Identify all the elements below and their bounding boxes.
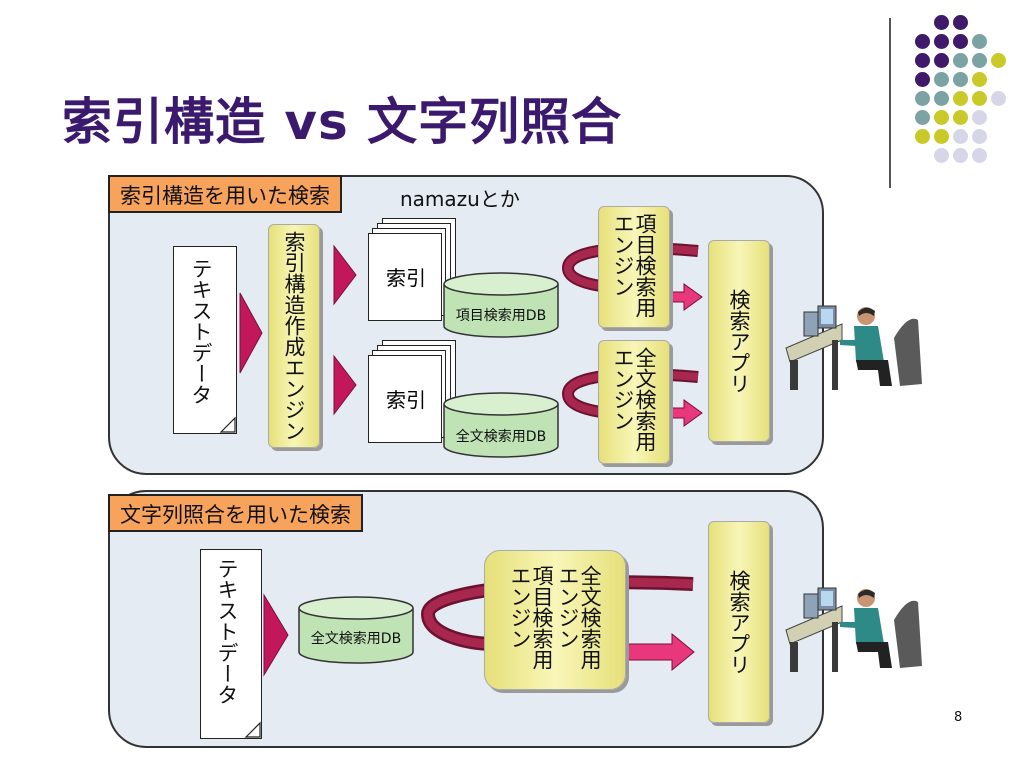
- decorative-dot: [991, 91, 1006, 106]
- flow-triangle-2: [333, 244, 357, 306]
- fulltext-engine-box: 全文検索用エンジン: [598, 340, 670, 464]
- flow-triangle-4: [263, 593, 289, 677]
- decorative-dot: [972, 72, 987, 87]
- decorative-dot: [915, 110, 930, 125]
- combined-engine-label-line1: 項目検索用エンジン: [507, 565, 554, 670]
- fulltext-db-label-top: 全文検索用DB: [455, 429, 547, 445]
- decorative-dot: [915, 34, 930, 49]
- index-engine-box: 索引構造作成エンジン: [268, 224, 320, 448]
- decorative-dot: [972, 110, 987, 125]
- decorative-dot: [972, 129, 987, 144]
- user-at-computer-illustration: [785, 305, 922, 390]
- search-app-box-bottom: 検索アプリ: [708, 521, 770, 723]
- decorative-divider: [889, 18, 891, 188]
- index-search-label: 索引構造を用いた検索: [108, 175, 342, 213]
- decorative-dot: [934, 34, 949, 49]
- namazu-note: namazuとか: [400, 187, 520, 211]
- decorative-dot: [953, 34, 968, 49]
- decorative-dot: [934, 129, 949, 144]
- decorative-dot: [915, 91, 930, 106]
- decorative-dot: [953, 15, 968, 30]
- text-data-document: [173, 246, 237, 434]
- document-fold-corner-bottom: [244, 721, 261, 738]
- decorative-dot: [953, 148, 968, 163]
- page-number: 8: [954, 710, 963, 725]
- search-app-label-bottom: 検索アプリ: [727, 570, 752, 675]
- search-app-box-top: 検索アプリ: [708, 240, 770, 442]
- fulltext-db-cylinder-top: [443, 392, 559, 458]
- flow-triangle-1: [239, 292, 263, 374]
- decorative-dot: [953, 129, 968, 144]
- decorative-dot: [934, 91, 949, 106]
- index-engine-label: 索引構造作成エンジン: [282, 231, 307, 441]
- decorative-dot: [953, 72, 968, 87]
- search-app-label-top: 検索アプリ: [727, 289, 752, 394]
- decorative-dot: [953, 110, 968, 125]
- item-db-label: 項目検索用DB: [455, 308, 547, 324]
- decorative-dot: [972, 34, 987, 49]
- decorative-dot: [991, 53, 1006, 68]
- fulltext-engine-label: 全文検索用エンジン: [611, 347, 658, 452]
- decorative-dot: [915, 72, 930, 87]
- slide-title: 索引構造 vs 文字列照合: [62, 93, 623, 151]
- decorative-dot: [934, 53, 949, 68]
- fulltext-db-cylinder-bottom: [298, 596, 414, 664]
- decorative-dot: [972, 148, 987, 163]
- user-at-computer-illustration-bottom: [785, 587, 922, 672]
- decorative-dot: [934, 15, 949, 30]
- decorative-dot: [953, 91, 968, 106]
- index-label-2: 索引: [386, 388, 426, 412]
- index-label-1: 索引: [386, 266, 426, 290]
- fulltext-db-label-bottom: 全文検索用DB: [310, 631, 402, 647]
- decorative-dot: [915, 53, 930, 68]
- text-data-document-bottom: [200, 549, 262, 739]
- text-data-label: テキストデータ: [189, 258, 214, 405]
- decorative-dot: [915, 129, 930, 144]
- decorative-dot: [934, 148, 949, 163]
- combined-engine-box: 項目検索用エンジン 全文検索用エンジン: [484, 550, 626, 690]
- item-engine-box: 項目検索用エンジン: [598, 206, 670, 328]
- document-fold-corner: [219, 416, 236, 433]
- decorative-dot: [972, 91, 987, 106]
- decorative-dot: [934, 72, 949, 87]
- item-db-cylinder: [443, 272, 559, 338]
- item-engine-label: 項目検索用エンジン: [611, 213, 658, 318]
- decorative-dot: [953, 53, 968, 68]
- string-match-label: 文字列照合を用いた検索: [108, 494, 363, 532]
- flow-triangle-3: [333, 354, 357, 416]
- combined-engine-label-line2: 全文検索用エンジン: [556, 565, 603, 670]
- decorative-dot: [934, 110, 949, 125]
- text-data-label-bottom: テキストデータ: [215, 558, 240, 705]
- decorative-dot: [972, 53, 987, 68]
